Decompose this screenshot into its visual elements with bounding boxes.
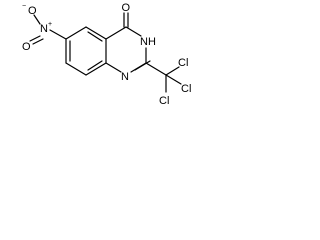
atom-label-nitro-nitrogen: N: [40, 23, 48, 35]
nitro-group: [29, 14, 67, 45]
double-bond-inner: [87, 60, 103, 71]
bond: [105, 26, 127, 40]
structure-diagram: O NH N N + O − O Cl Cl Cl: [0, 0, 225, 137]
negative-charge: −: [22, 3, 26, 10]
bond: [85, 62, 107, 76]
bond: [145, 62, 167, 76]
positive-charge: +: [48, 21, 52, 28]
bond: [125, 26, 142, 37]
bond: [65, 26, 87, 40]
molecule-drawing: O NH N N + O − O Cl Cl Cl: [22, 2, 191, 107]
bond: [33, 14, 41, 25]
atom-label-oxygen: O: [122, 2, 131, 14]
bond: [105, 62, 122, 73]
bond: [65, 62, 87, 76]
bond: [85, 26, 107, 40]
double-bond-inner: [32, 38, 44, 45]
pyrimidine-ring: [105, 12, 151, 73]
atom-label-nitro-oxygen-lower: O: [22, 41, 31, 53]
atom-label-nitro-oxygen-upper: O: [28, 5, 37, 17]
bond: [165, 66, 180, 76]
atom-label-chlorine-right: Cl: [181, 83, 191, 95]
trichloromethyl-group: [145, 62, 182, 93]
double-bond-inner: [134, 60, 151, 71]
atom-label-chlorine-bottom: Cl: [159, 95, 169, 107]
atom-label-nh: NH: [140, 36, 156, 48]
bond: [29, 35, 41, 42]
bond: [165, 74, 182, 85]
bond: [49, 29, 67, 40]
atom-label-nitrogen: N: [121, 71, 129, 83]
double-bond-inner: [87, 31, 103, 42]
atom-label-chlorine-top: Cl: [178, 57, 188, 69]
benzene-ring: [65, 26, 107, 76]
